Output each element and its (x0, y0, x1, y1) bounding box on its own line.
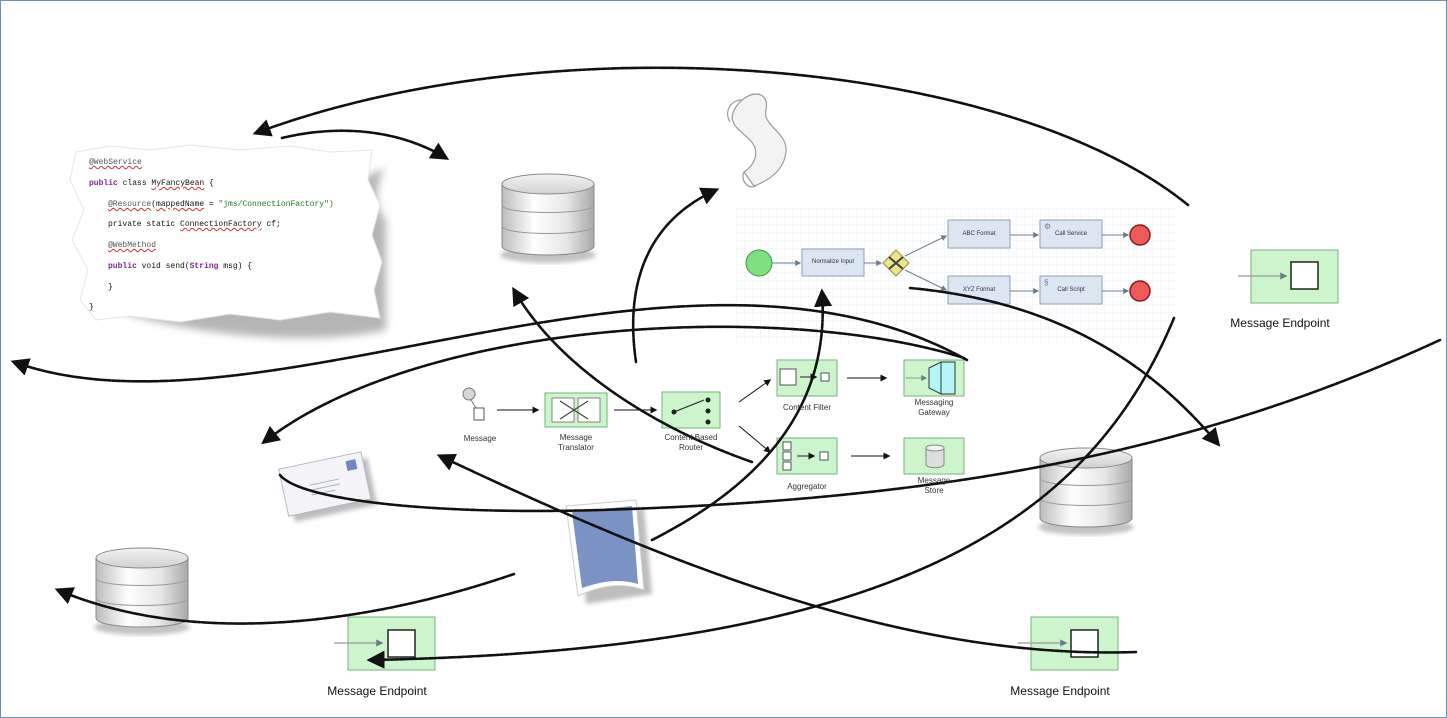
arrow-endpoint-to-message (436, 453, 1138, 654)
bpmn-task-call-script (1039, 275, 1103, 305)
bpmn-abc-label: ABC Format (962, 231, 996, 237)
bpmn-end-event-1 (1129, 224, 1151, 246)
message-translator-icon (544, 392, 608, 428)
aggregator-icon (776, 437, 838, 475)
bpmn-end-event-2 (1129, 280, 1151, 302)
code-snippet: @WebService public class MyFancyBean { @… (72, 146, 390, 318)
arrow-to-envelope (261, 325, 966, 445)
bpmn-task-call-service (1039, 219, 1103, 249)
code-line-8: } (89, 303, 94, 312)
arrow-right-long (278, 338, 1442, 513)
arrow-router-to-db (512, 286, 754, 464)
arrow-to-left-db (54, 572, 516, 625)
arrow-gateway-to-right (908, 286, 1221, 447)
content-filter-label: Content Filter (782, 403, 832, 412)
content-based-router-icon (661, 391, 721, 429)
code-line-1: @WebService (89, 158, 142, 167)
message-endpoint-right-icon (1238, 249, 1339, 304)
document-icon (565, 499, 652, 604)
envelope-icon (278, 451, 378, 523)
code-line-6: public void send(String msg) { (108, 262, 253, 271)
messaging-gateway-label: Messaging Gateway (914, 398, 954, 417)
hand-drawn-arrows (10, 66, 1442, 669)
database-icon-top (500, 173, 596, 263)
code-line-2: public class MyFancyBean { (89, 179, 214, 188)
message-store-label: Message Store (917, 476, 951, 495)
code-line-3: @Resource(mappedName = "jms/ConnectionFa… (108, 200, 334, 209)
message-label: Message (463, 434, 497, 443)
message-endpoint-bottom-right-icon (1018, 616, 1119, 671)
message-store-icon (903, 437, 965, 475)
code-line-7: } (108, 283, 113, 292)
code-line-5: @WebMethod (108, 241, 157, 250)
svg-text:⚙: ⚙ (1044, 222, 1051, 231)
message-endpoint-bottom-right-label: Message Endpoint (1010, 684, 1110, 698)
message-translator-label: Message Translator (558, 433, 594, 452)
bpmn-process-canvas: ⚙ § (735, 208, 1175, 344)
code-paper (69, 144, 386, 339)
bpmn-call-service-label: Call Service (1054, 231, 1087, 237)
bpmn-xyz-label: XYZ Format (962, 287, 996, 293)
database-icon-right (1038, 447, 1134, 535)
bpmn-task-abc (947, 219, 1011, 249)
messaging-gateway-icon (903, 359, 965, 397)
database-icon-left (94, 547, 190, 635)
message-icon (462, 387, 485, 421)
bpmn-normalize-label: Normalize Input (811, 259, 855, 265)
message-endpoint-bottom-left-icon (334, 616, 436, 671)
arrow-top-arc (252, 66, 1190, 207)
message-endpoint-bottom-left-label: Message Endpoint (327, 684, 427, 698)
aggregator-label: Aggregator (787, 482, 827, 491)
arrow-to-bpmn (650, 288, 833, 542)
message-endpoint-right-label: Message Endpoint (1230, 316, 1330, 330)
arrow-code-to-db (280, 129, 450, 160)
code-line-4: private static ConnectionFactory cf; (108, 220, 281, 229)
bpmn-start-event (745, 249, 773, 277)
arrow-to-scroll (631, 187, 720, 364)
arrow-left-long (10, 303, 969, 383)
content-based-router-label: Content Based Router (664, 433, 718, 452)
arrow-bottom-to-endpoint (366, 316, 1176, 669)
bpmn-call-script-label: Call Script (1057, 287, 1085, 293)
svg-text:§: § (1044, 278, 1048, 287)
scroll-icon (727, 93, 787, 188)
bpmn-task-normalize (801, 248, 865, 277)
